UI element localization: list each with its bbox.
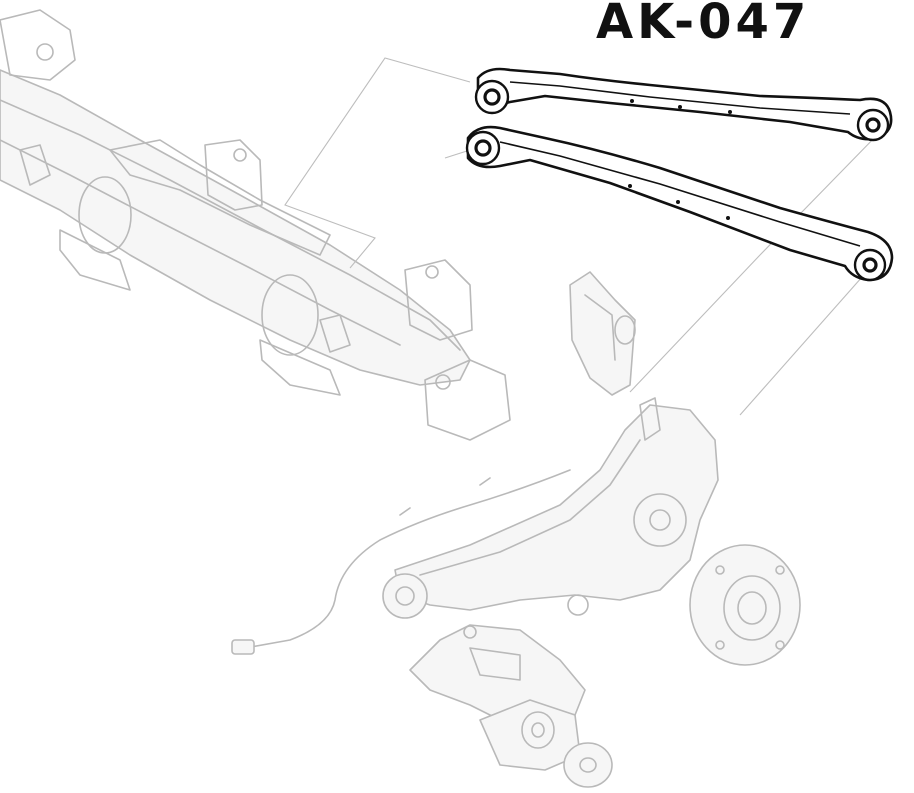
upper-control-arm: [476, 67, 893, 141]
bump-stop-bracket: [569, 271, 636, 396]
leader-lines: [284, 57, 881, 416]
trailing-arm-knuckle: [394, 397, 719, 616]
mounting-bracket-plate: [409, 624, 586, 721]
washer: [563, 742, 613, 788]
abs-sensor-wire: [231, 469, 571, 655]
lower-arm-inner-bushing: [465, 130, 501, 166]
wheel-hub: [689, 544, 801, 666]
knuckle-front-bushing: [382, 573, 428, 619]
lower-control-arm: [466, 125, 894, 282]
lower-arm-outer-bushing: [853, 248, 887, 282]
upper-arm-outer-bushing: [856, 108, 890, 142]
part-code-label: AK-047: [596, 0, 811, 50]
rear-subframe: [0, 9, 511, 441]
upper-arm-inner-bushing: [474, 79, 510, 115]
